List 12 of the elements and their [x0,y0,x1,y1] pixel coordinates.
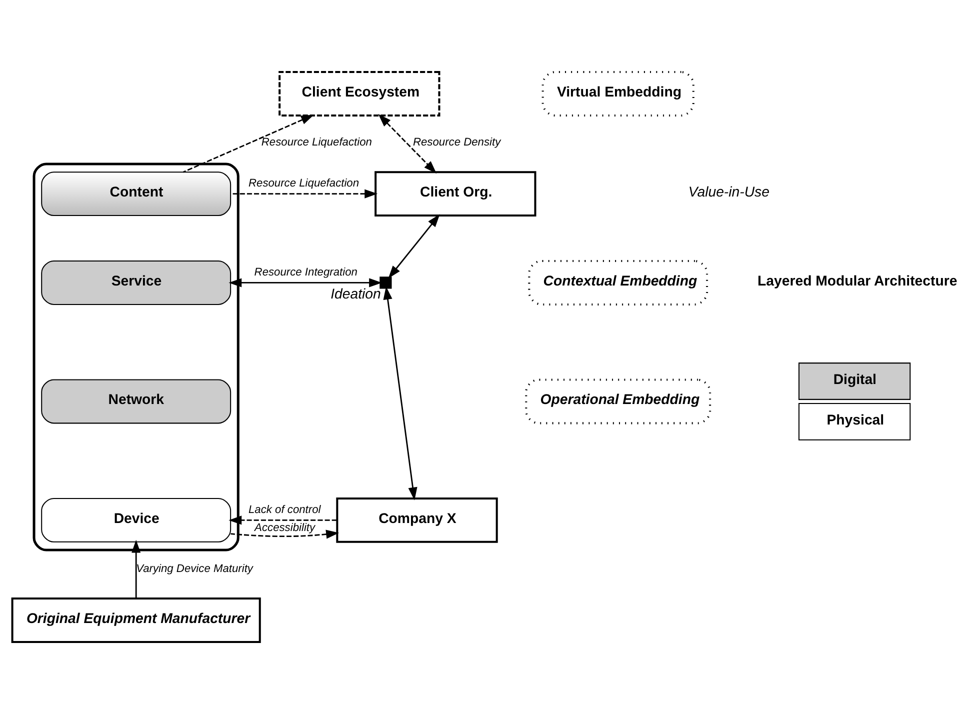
edge-label: Resource Density [412,136,501,148]
legend-label: Digital [833,370,876,386]
edge-label: Resource Integration [254,266,358,278]
legend-label: Physical [826,410,884,427]
label: Value-in-Use [688,183,770,200]
edge-label: Accessibility [254,522,316,534]
edge-label: Lack of control [248,503,321,516]
edge-label: Varying Device Maturity [136,562,253,575]
edge-label: Resource Liquefaction [261,136,372,148]
label: Layered Modular Architecture [758,272,958,288]
edge-label: Resource Liquefaction [248,177,360,190]
node-label: Ideation [330,285,381,302]
